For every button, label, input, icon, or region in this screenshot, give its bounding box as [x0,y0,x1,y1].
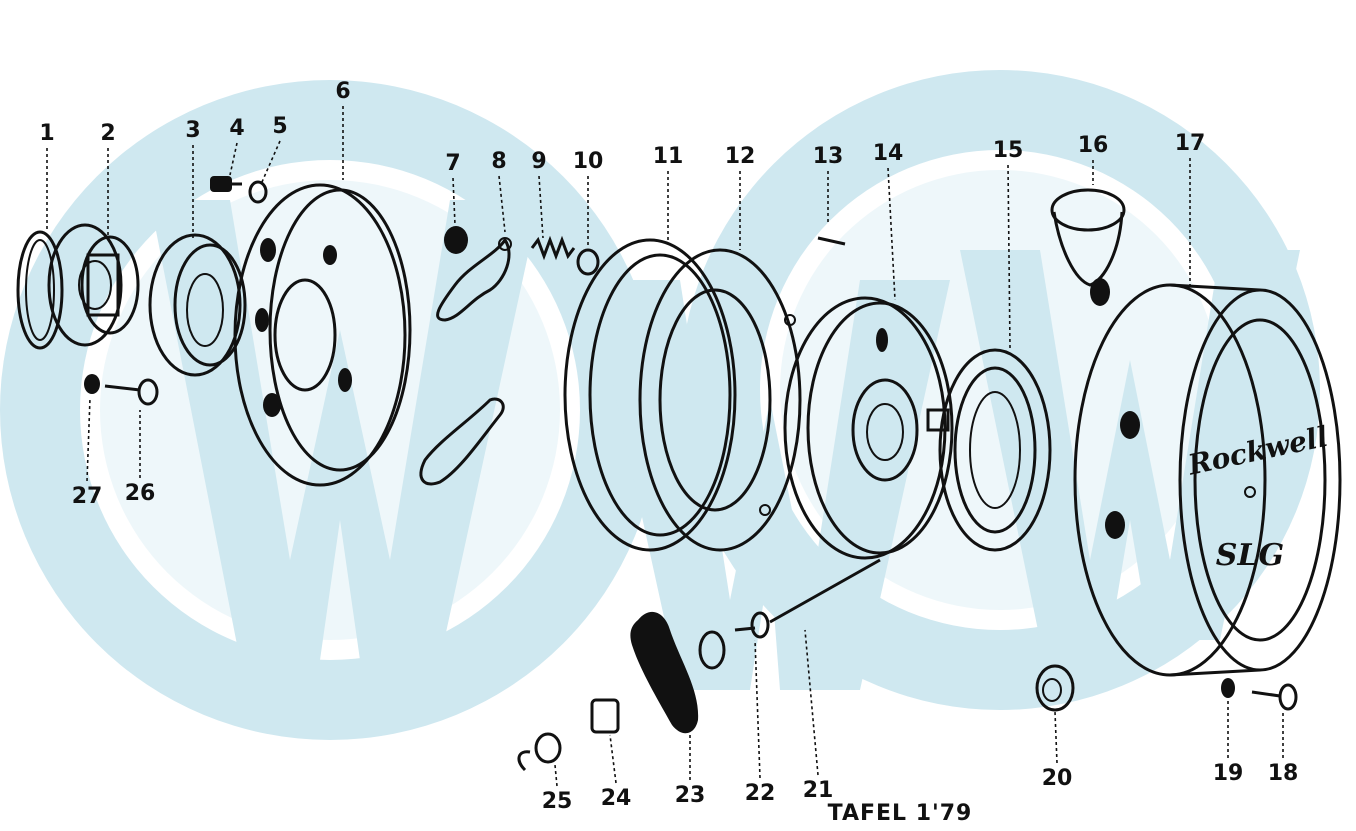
watermark [0,70,1320,740]
part-8-lever [436,237,512,322]
watermark-w-letters [150,200,1300,690]
leader-line-21 [804,629,819,776]
part-22-screw [734,611,770,639]
part-label-22: 22 [745,781,776,806]
part-2-hub-flange [47,223,140,347]
part-12-gasket [638,248,802,552]
part-label-14: 14 [873,141,904,166]
part-6-back-plate [233,183,412,487]
part-10-clip [576,248,600,276]
part-label-17: 17 [1175,131,1206,156]
part-18-bolt [1251,683,1298,711]
part-label-16: 16 [1078,133,1109,158]
part-11-lining-ring [563,238,737,552]
part-label-5: 5 [272,114,287,139]
part-16-cup [1050,188,1126,306]
leader-line-27 [86,397,91,482]
part-3-bearing-ring [148,233,247,377]
leader-line-15 [1007,164,1011,349]
part-label-8: 8 [491,149,506,174]
part-26-bolt [104,378,159,406]
part-1-seal-ring [16,230,64,350]
part-5-washer [248,180,268,204]
part-label-6: 6 [335,79,350,104]
part-label-7: 7 [445,151,460,176]
part-label-9: 9 [531,149,546,174]
leader-line-20 [1054,711,1058,764]
part-20-bushing [1035,664,1075,712]
part-8-lever-lower [419,397,505,486]
leader-line-7 [452,177,456,226]
part-4-bolt [210,176,242,192]
part-label-26: 26 [125,481,156,506]
part-label-19: 19 [1213,761,1244,786]
part-label-13: 13 [813,144,844,169]
part-label-25: 25 [542,789,573,814]
part-13-pin [817,236,846,246]
plate-caption: TAFEL 1'79 [828,801,973,826]
part-17-drum-cover [1073,283,1342,677]
part-9-spring [530,235,576,261]
part-label-20: 20 [1042,766,1073,791]
part-23-actuator-lever [630,611,726,734]
leader-lines [46,106,1284,787]
part-label-12: 12 [725,144,756,169]
cover-lettering-line2: SLG [1216,538,1284,573]
part-25-clip-end [517,732,562,772]
leader-line-14 [887,167,896,301]
part-19-nut [1221,678,1235,698]
part-7-nut [444,226,468,254]
part-label-10: 10 [573,149,604,174]
part-27-nut [84,374,100,394]
part-14-brake-disc [783,296,954,560]
part-15-shoe-assembly [926,348,1052,552]
leader-line-5 [261,140,281,183]
part-label-1: 1 [39,121,54,146]
leader-line-9 [538,175,544,239]
part-label-4: 4 [229,116,244,141]
leader-line-24 [609,734,617,784]
part-label-24: 24 [601,786,632,811]
leader-line-25 [554,764,558,787]
part-label-11: 11 [653,144,684,169]
part-label-23: 23 [675,783,706,808]
parts-layer: Rockwell SLG [16,176,1342,772]
part-label-21: 21 [803,778,834,803]
leader-line-22 [754,639,761,779]
part-label-3: 3 [185,118,200,143]
part-label-27: 27 [72,484,103,509]
part-21-cable [769,558,881,624]
part-label-2: 2 [100,121,115,146]
part-24-adjuster [590,698,620,734]
part-label-15: 15 [993,138,1024,163]
part-label-18: 18 [1268,761,1299,786]
